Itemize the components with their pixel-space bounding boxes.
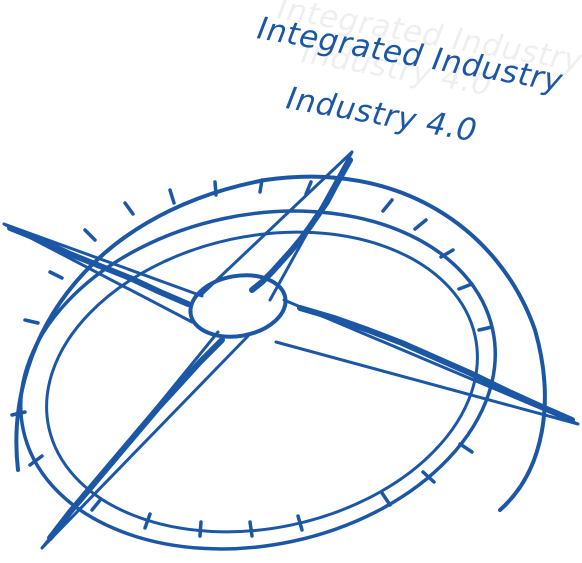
needle-east [274,298,580,426]
needle-north [200,150,354,302]
needle-west [2,222,204,324]
compass-bezel-inner [19,209,497,551]
compass-ticks [10,178,494,538]
compass-hub [188,273,288,339]
needle-south [40,330,250,550]
compass-dial [45,230,479,534]
